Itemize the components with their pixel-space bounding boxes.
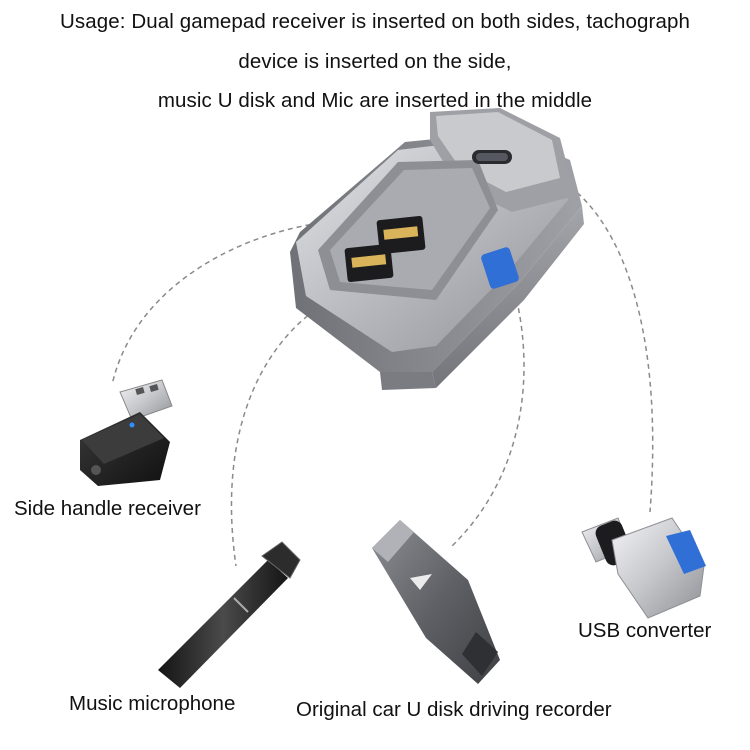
usb-hub-icon [290,108,584,390]
usage-line-3: music U disk and Mic are inserted in the… [157,89,593,112]
connector-udisk [451,281,525,547]
music-microphone-label: Music microphone [69,692,236,715]
usb-a-side-port [481,247,519,289]
usb-drive-icon [372,520,500,684]
usage-line-1: Usage: Dual gamepad receiver is inserted… [60,10,690,33]
bluetooth-receiver-icon [80,379,173,486]
connector-microphone [230,295,339,567]
u-disk-recorder-label: Original car U disk driving recorder [296,698,612,721]
usb-converter-label: USB converter [578,619,712,642]
otg-converter-icon [581,517,706,619]
microphone-icon [158,541,301,688]
usage-line-2: device is inserted on the side, [238,50,512,73]
side-handle-receiver-label: Side handle receiver [14,497,201,520]
